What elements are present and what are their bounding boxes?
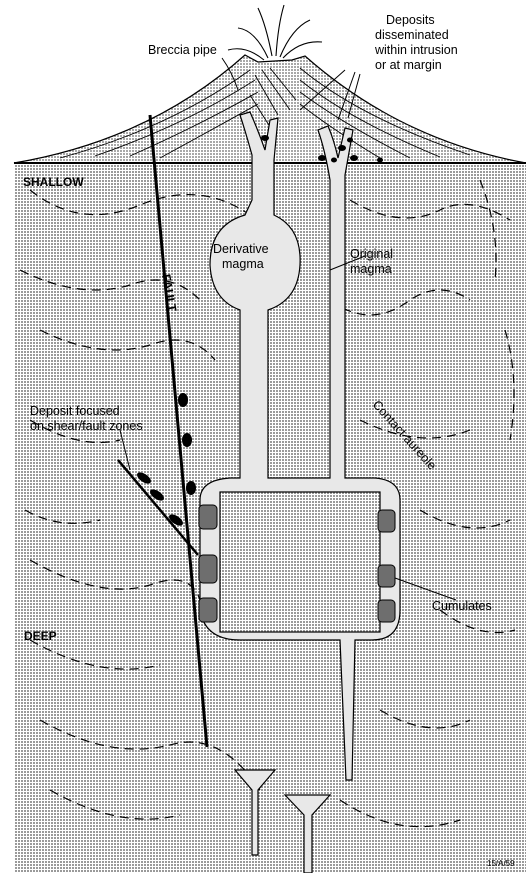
label-cumulates: Cumulates [432,599,492,613]
label-deposits-line3: within intrusion [374,43,458,57]
label-shallow: SHALLOW [23,175,84,189]
label-original-line2: magma [350,262,392,276]
label-deposits-line2: disseminated [375,28,449,42]
label-derivative-line1: Derivative [213,242,269,256]
eruption-plume [228,5,322,60]
label-original-line1: Original [350,247,393,261]
label-breccia-pipe: Breccia pipe [148,43,217,57]
label-shear-line1: Deposit focused [30,404,120,418]
label-deposits-line1: Deposits [386,13,435,27]
label-deep: DEEP [24,629,57,643]
chamber-inner-rock [220,492,380,632]
label-derivative-line2: magma [222,257,264,271]
label-figure-id: 15/A/59 [487,859,515,868]
label-shear-line2: on shear/fault zones [30,419,143,433]
label-deposits-line4: or at margin [375,58,442,72]
